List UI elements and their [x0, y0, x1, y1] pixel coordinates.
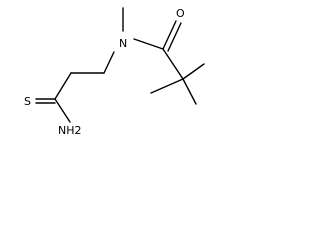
oxygen-label: O — [176, 7, 185, 20]
bond-thioamide-amine — [54, 98, 71, 123]
bond-nitrogen-carbonyl — [133, 38, 164, 50]
bond-quaternary-methyl-2 — [150, 78, 184, 94]
bond-carbonyl-double-a — [162, 20, 177, 50]
bond-chain-2 — [54, 72, 72, 100]
bond-quaternary-methyl-3 — [182, 78, 197, 105]
amine-label: NH2 — [58, 124, 82, 137]
bond-carbonyl-double-b — [167, 22, 182, 52]
bond-nitrogen-chain — [103, 51, 115, 74]
bond-quaternary-methyl-1 — [182, 63, 205, 80]
sulfur-label: S — [24, 95, 31, 108]
nitrogen-label: N — [119, 37, 127, 50]
molecule-structure: N O S NH2 — [24, 7, 205, 137]
bond-carbonyl-quaternary — [162, 48, 184, 80]
molecule-canvas: N O S NH2 — [0, 0, 225, 158]
